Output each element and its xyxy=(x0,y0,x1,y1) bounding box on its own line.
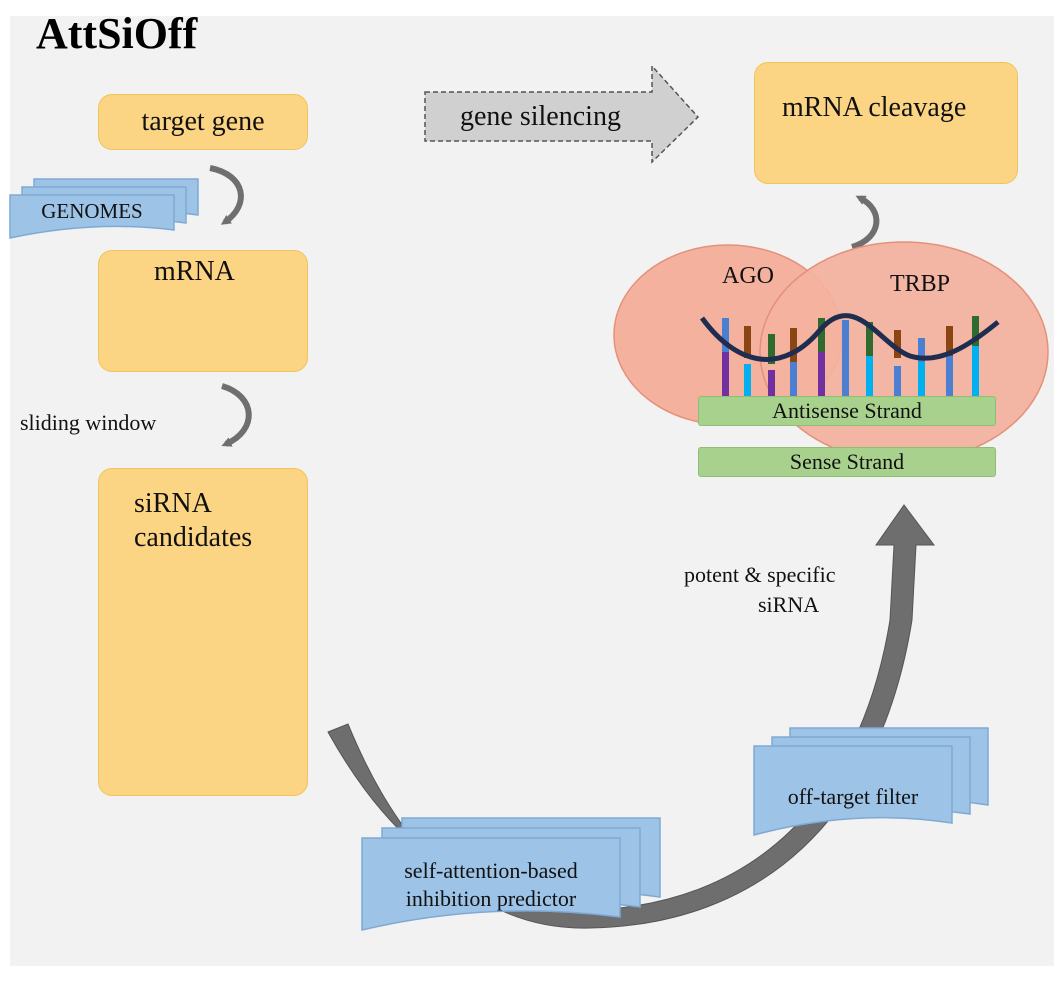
genomes-document-icon xyxy=(9,178,199,239)
gene-silencing-label: gene silencing xyxy=(460,101,621,132)
sense-strand: Sense Strand xyxy=(698,447,996,477)
potent-sirna-label-2: siRNA xyxy=(758,592,820,617)
genomes-label: GENOMES xyxy=(41,199,143,223)
sliding-window-label: sliding window xyxy=(20,410,157,435)
sirna-candidates-label-1: siRNA xyxy=(134,488,212,519)
ago-label: AGO xyxy=(722,263,774,289)
potent-sirna-label-1: potent & specific xyxy=(684,562,836,587)
trbp-label: TRBP xyxy=(890,271,951,297)
off-target-document-icon xyxy=(753,727,989,836)
sirna-candidates-box xyxy=(98,468,308,796)
mrna-box xyxy=(98,250,308,372)
mrna-cleavage-label: mRNA cleavage xyxy=(782,92,967,123)
curved-arrow-target-to-mrna xyxy=(209,165,244,225)
target-gene-box: target gene xyxy=(98,94,308,150)
predictor-document-icon xyxy=(361,817,661,931)
predictor-label-1: self-attention-based xyxy=(404,858,578,883)
risc-helix-icon xyxy=(699,313,1000,396)
sirna-candidates-label-2: candidates xyxy=(134,522,253,553)
curved-arrow-to-cleavage xyxy=(850,195,880,250)
curved-arrow-mrna-to-candidates xyxy=(221,383,252,447)
mrna-label: mRNA xyxy=(154,256,235,287)
off-target-filter-label: off-target filter xyxy=(787,784,919,809)
target-gene-label: target gene xyxy=(141,106,265,137)
gene-silencing-arrow xyxy=(424,64,700,164)
mrna-cleavage-box xyxy=(754,62,1018,184)
antisense-strand: Antisense Strand xyxy=(698,396,996,426)
diagram-title: AttSiOff xyxy=(36,9,198,58)
predictor-label-2: inhibition predictor xyxy=(405,886,577,911)
